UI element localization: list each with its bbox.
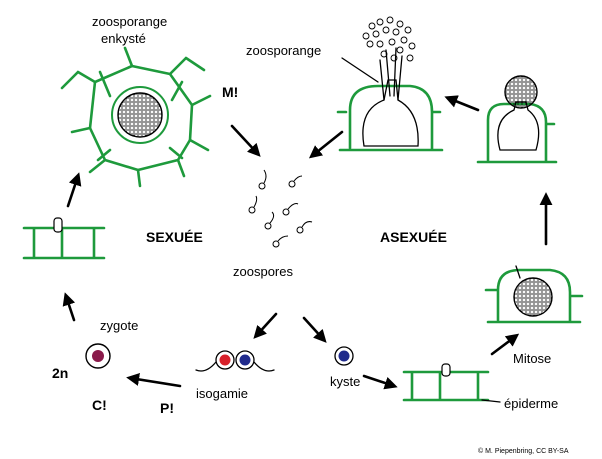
epidermis-cell-with-cyst bbox=[402, 363, 501, 403]
label-zoosporange-enkyste-1: zoosporange bbox=[92, 14, 167, 29]
zygote bbox=[85, 343, 111, 369]
cycle-arrows bbox=[62, 95, 553, 390]
label-cyst: kyste bbox=[330, 374, 360, 389]
credit-text: © M. Piepenbring, CC BY-SA bbox=[478, 447, 569, 455]
zoosporangium-releasing bbox=[336, 16, 444, 152]
cyst bbox=[334, 346, 354, 366]
label-asexual: ASEXUÉE bbox=[380, 229, 447, 245]
epidermis-cell-sexual bbox=[22, 217, 106, 260]
label-zoospores: zoospores bbox=[233, 264, 293, 279]
label-sexual: SEXUÉE bbox=[146, 229, 203, 245]
label-zygote: zygote bbox=[100, 318, 138, 333]
label-diploid: 2n bbox=[52, 365, 68, 381]
encysted-zoosporangium bbox=[60, 46, 212, 188]
label-caryogamy: C! bbox=[92, 397, 107, 413]
young-sporangium bbox=[476, 75, 558, 164]
released-spores-cloud bbox=[362, 16, 416, 62]
isogamous-gametes bbox=[195, 350, 275, 372]
zoospores-group bbox=[248, 169, 313, 248]
label-mitosis: Mitose bbox=[513, 351, 551, 366]
sporangium-mitosis bbox=[484, 265, 584, 324]
label-isogamy: isogamie bbox=[196, 386, 248, 401]
label-epidermis: épiderme bbox=[504, 396, 558, 411]
label-meiosis: M! bbox=[222, 84, 238, 100]
label-zoosporange-enkyste-2: enkysté bbox=[101, 31, 146, 46]
label-plasmogamy: P! bbox=[160, 400, 174, 416]
label-zoosporange: zoosporange bbox=[246, 43, 321, 58]
